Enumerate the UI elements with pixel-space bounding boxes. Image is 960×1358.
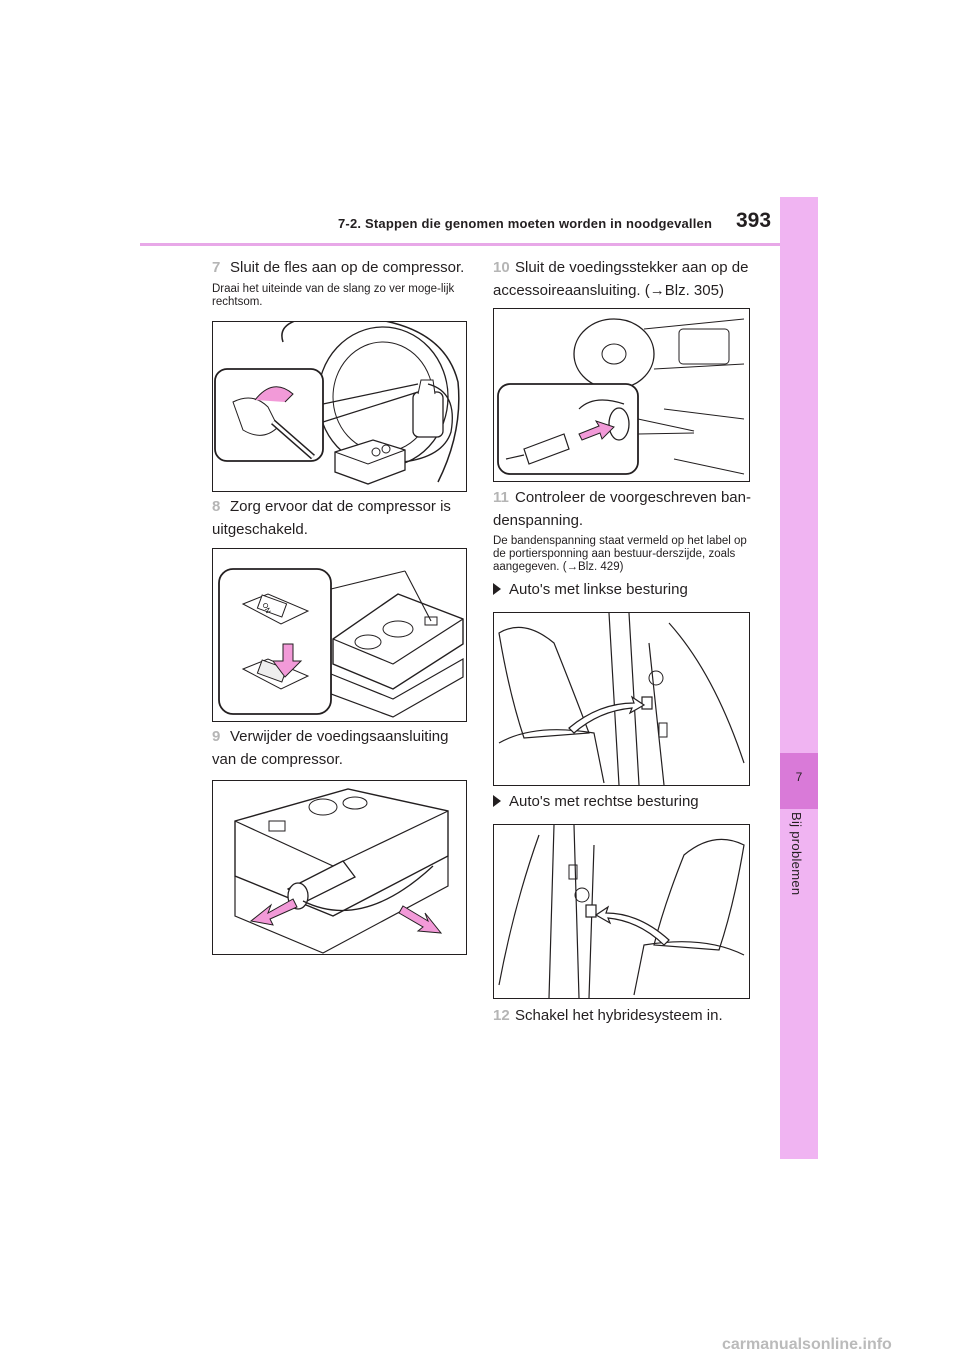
figure-bottle-connect [212, 321, 467, 492]
step-text: Sluit de fles aan op de compressor. [230, 259, 465, 276]
page-number: 393 [736, 209, 772, 232]
bullet-text: Auto's met rechtse besturing [509, 793, 699, 810]
step-11-note: De bandenspanning staat vermeld op het l… [493, 535, 747, 573]
figure-accessory-socket [493, 308, 750, 482]
step-text: Sluit de voedingsstekker aan op de acces… [493, 259, 749, 299]
watermark: carmanualsonline.info [722, 1336, 892, 1353]
step-text: Controleer de voorgeschreven ban-denspan… [493, 489, 751, 529]
figure-remove-power-plug [212, 780, 467, 955]
step-number: 12 [493, 1007, 510, 1024]
header-divider [140, 243, 780, 246]
bullet-arrow-icon [493, 583, 501, 595]
chapter-tab-marker [780, 753, 818, 809]
step-number: 9 [212, 728, 221, 745]
section-title: 7-2. Stappen die genomen moeten worden i… [338, 216, 713, 231]
step-number: 7 [212, 259, 221, 276]
step-7-note: Draai het uiteinde van de slang zo ver m… [212, 283, 455, 308]
figure-compressor-switch: ON [212, 548, 467, 722]
bullet-rhd: Auto's met rechtse besturing [493, 793, 755, 810]
chapter-number: 7 [795, 770, 803, 784]
step-text: Zorg ervoor dat de compressor is uitgesc… [212, 498, 451, 538]
bullet-lhd: Auto's met linkse besturing [493, 581, 755, 598]
step-text: Schakel het hybridesysteem in. [515, 1007, 723, 1024]
chapter-title: Bij problemen [789, 812, 804, 896]
step-12: 12 Schakel het hybridesysteem in. [493, 1004, 755, 1027]
figure-label-rhd [493, 824, 750, 999]
switch-on-label: ON [260, 602, 271, 614]
figure-label-lhd [493, 612, 750, 786]
step-7: 7 Sluit de fles aan op de compressor. [212, 256, 472, 279]
bullet-text: Auto's met linkse besturing [509, 581, 688, 598]
step-number: 11 [493, 489, 509, 506]
chapter-tab [780, 197, 818, 1159]
step-number: 10 [493, 259, 510, 276]
bullet-arrow-icon [493, 795, 501, 807]
step-text: Verwijder de voedingsaansluiting van de … [212, 728, 449, 768]
step-number: 8 [212, 498, 221, 515]
